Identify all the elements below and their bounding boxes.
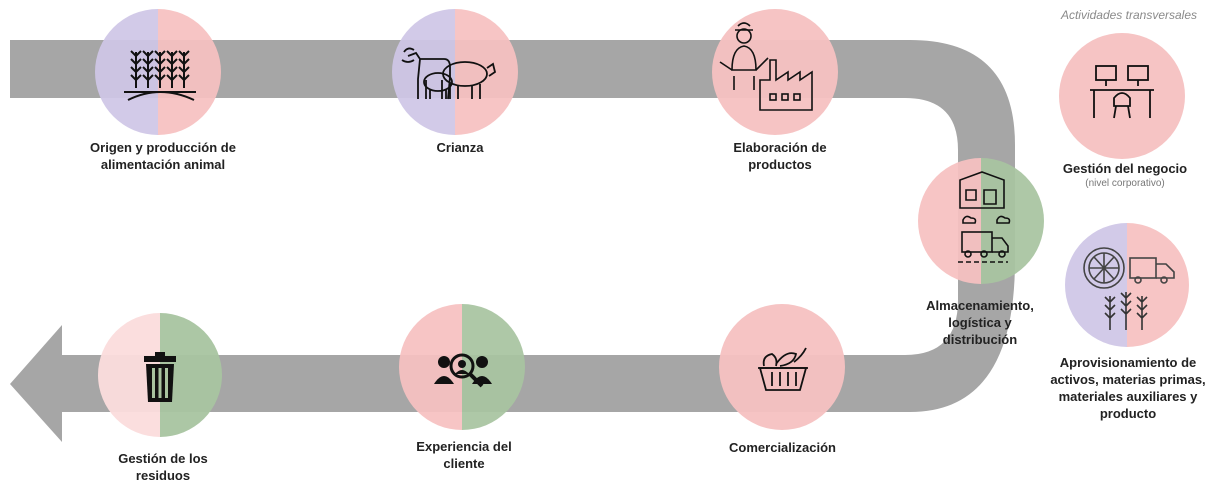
trash-bin-icon (144, 352, 176, 402)
stage-residuos (98, 313, 222, 437)
stage-origen (95, 9, 221, 135)
transversal-label-aprovisionamiento: Aprovisionamiento de activos, materias p… (1050, 355, 1206, 421)
warehouse-truck-icon (958, 171, 1011, 263)
transversal-label-negocio: Gestión del negocio (1062, 161, 1188, 176)
supply-wheel-truck-wheat-icon (1083, 247, 1175, 330)
basket-icon (758, 347, 808, 391)
stage-almacenamiento (918, 158, 1044, 284)
transversal-aprovisionamiento (1065, 223, 1189, 347)
transversal-negocio (1059, 33, 1185, 159)
stage-elaboracion (712, 9, 838, 135)
stage-comercializacion (719, 304, 845, 430)
livestock-icon (401, 47, 497, 100)
office-desk-icon (1090, 65, 1154, 119)
farmer-factory-icon (719, 22, 813, 111)
stage-label-residuos: Gestión de los residuos (118, 451, 208, 483)
stage-label-crianza: Crianza (436, 140, 484, 155)
transversal-header: Actividades transversales (1060, 8, 1197, 22)
stage-experiencia (399, 304, 525, 430)
stage-label-comercializacion: Comercialización (729, 440, 836, 455)
customers-search-icon (434, 353, 492, 388)
stage-label-almacenamiento: Almacenamiento, logística y distribución (926, 298, 1034, 347)
stage-label-experiencia: Experiencia del cliente (416, 439, 512, 471)
transversal-sublabel-negocio: (nivel corporativo) (1085, 178, 1165, 189)
wheat-field-icon (124, 50, 196, 101)
stage-label-origen: Origen y producción de alimentación anim… (90, 140, 236, 172)
stage-label-elaboracion: Elaboración de productos (733, 140, 827, 172)
stage-crianza (392, 9, 518, 135)
